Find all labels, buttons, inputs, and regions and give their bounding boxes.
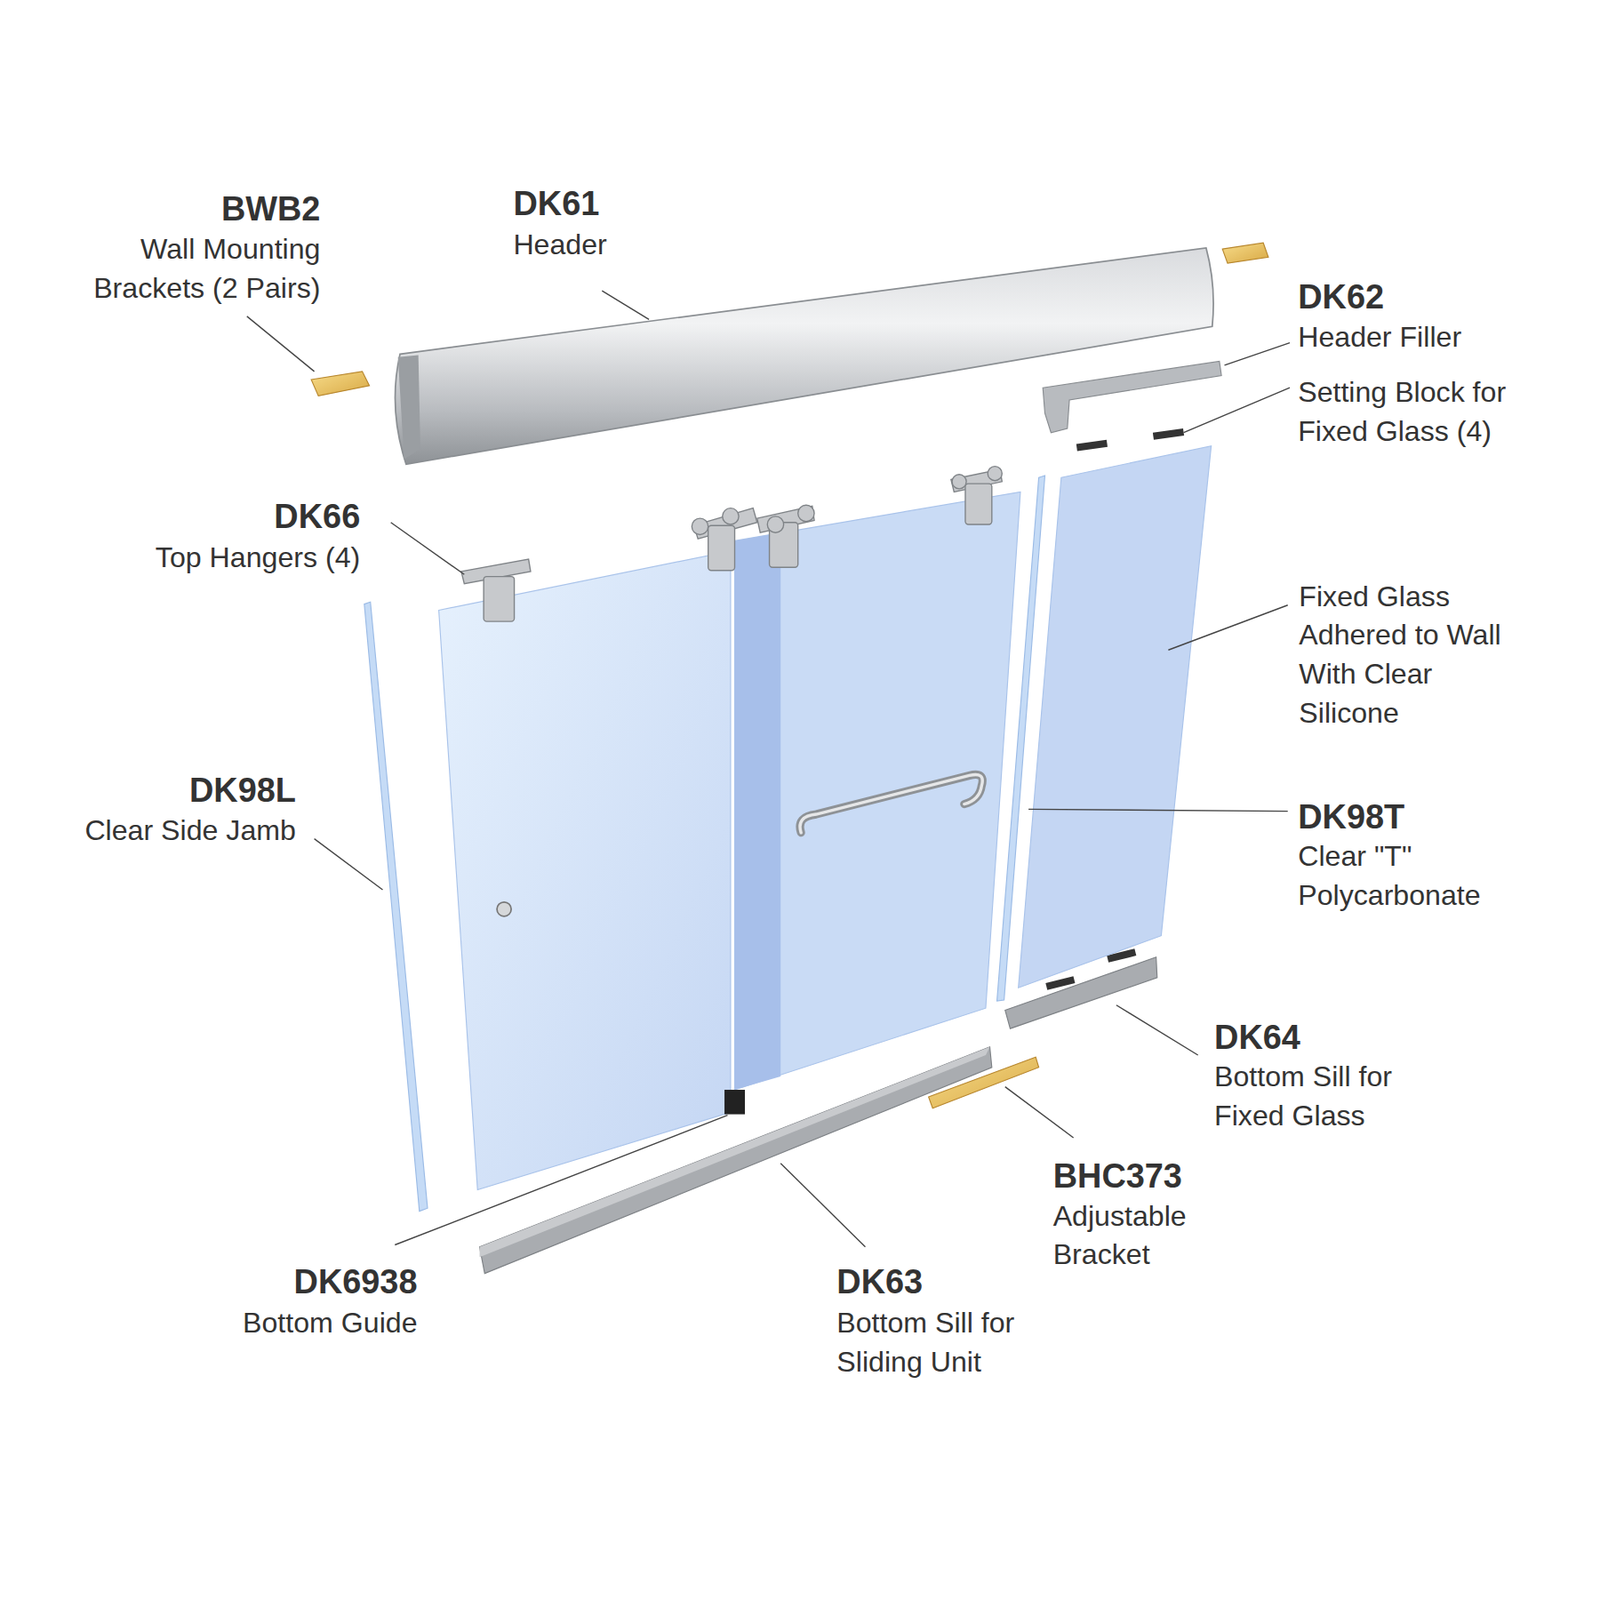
part-code: DK62 (1297, 274, 1584, 321)
wall-bracket (1222, 242, 1269, 264)
part-code: DK98L (9, 768, 296, 815)
part-description: Clear "T" Polycarbonate (1297, 837, 1518, 915)
part-description: Bottom Sill for Sliding Unit (836, 1304, 1064, 1382)
part-description: Bottom Sill for Fixed Glass (1214, 1057, 1441, 1136)
part-description: Header Filler (1297, 318, 1566, 358)
part-code: DK98T (1297, 794, 1584, 841)
part-description: Fixed Glass Adhered to Wall With Clear S… (1298, 577, 1508, 734)
glass-panel (439, 551, 731, 1191)
setting-block (1152, 428, 1184, 440)
part-code: DK6938 (111, 1259, 417, 1306)
part-description: Setting Block for Fixed Glass (4) (1297, 373, 1566, 451)
leader-line (247, 290, 1290, 1248)
part-code: DK64 (1214, 1015, 1520, 1062)
bottom-guide (724, 1089, 745, 1115)
part-description: Wall Mounting Brackets (2 Pairs) (53, 230, 321, 308)
part-description: Adjustable Bracket (1053, 1197, 1229, 1275)
header-rail (394, 248, 1214, 464)
part-code: DK66 (54, 494, 360, 541)
door-handle (800, 774, 983, 832)
header-filler (1042, 360, 1222, 432)
part-description: Header (512, 225, 819, 265)
part-code: DK63 (836, 1259, 1143, 1306)
part-code: DK61 (512, 181, 819, 228)
setting-block (1076, 440, 1108, 452)
side-jamb (364, 601, 428, 1211)
part-description: Clear Side Jamb (9, 811, 296, 851)
bottom-sill (1005, 957, 1158, 1029)
door-knob (496, 902, 512, 917)
part-code: BWB2 (14, 186, 320, 233)
header-channel (398, 354, 421, 459)
part-description: Top Hangers (4) (54, 538, 360, 578)
fixed-glass (1018, 446, 1212, 989)
bottom-sill (480, 1047, 992, 1274)
part-code: BHC373 (1053, 1153, 1360, 1200)
wall-bracket (311, 371, 369, 397)
top-hanger (461, 466, 1002, 622)
panel-overlap (735, 532, 782, 1090)
adjustable-bracket (928, 1056, 1040, 1108)
part-description: Bottom Guide (111, 1304, 417, 1344)
glass-panel (735, 491, 1021, 1090)
